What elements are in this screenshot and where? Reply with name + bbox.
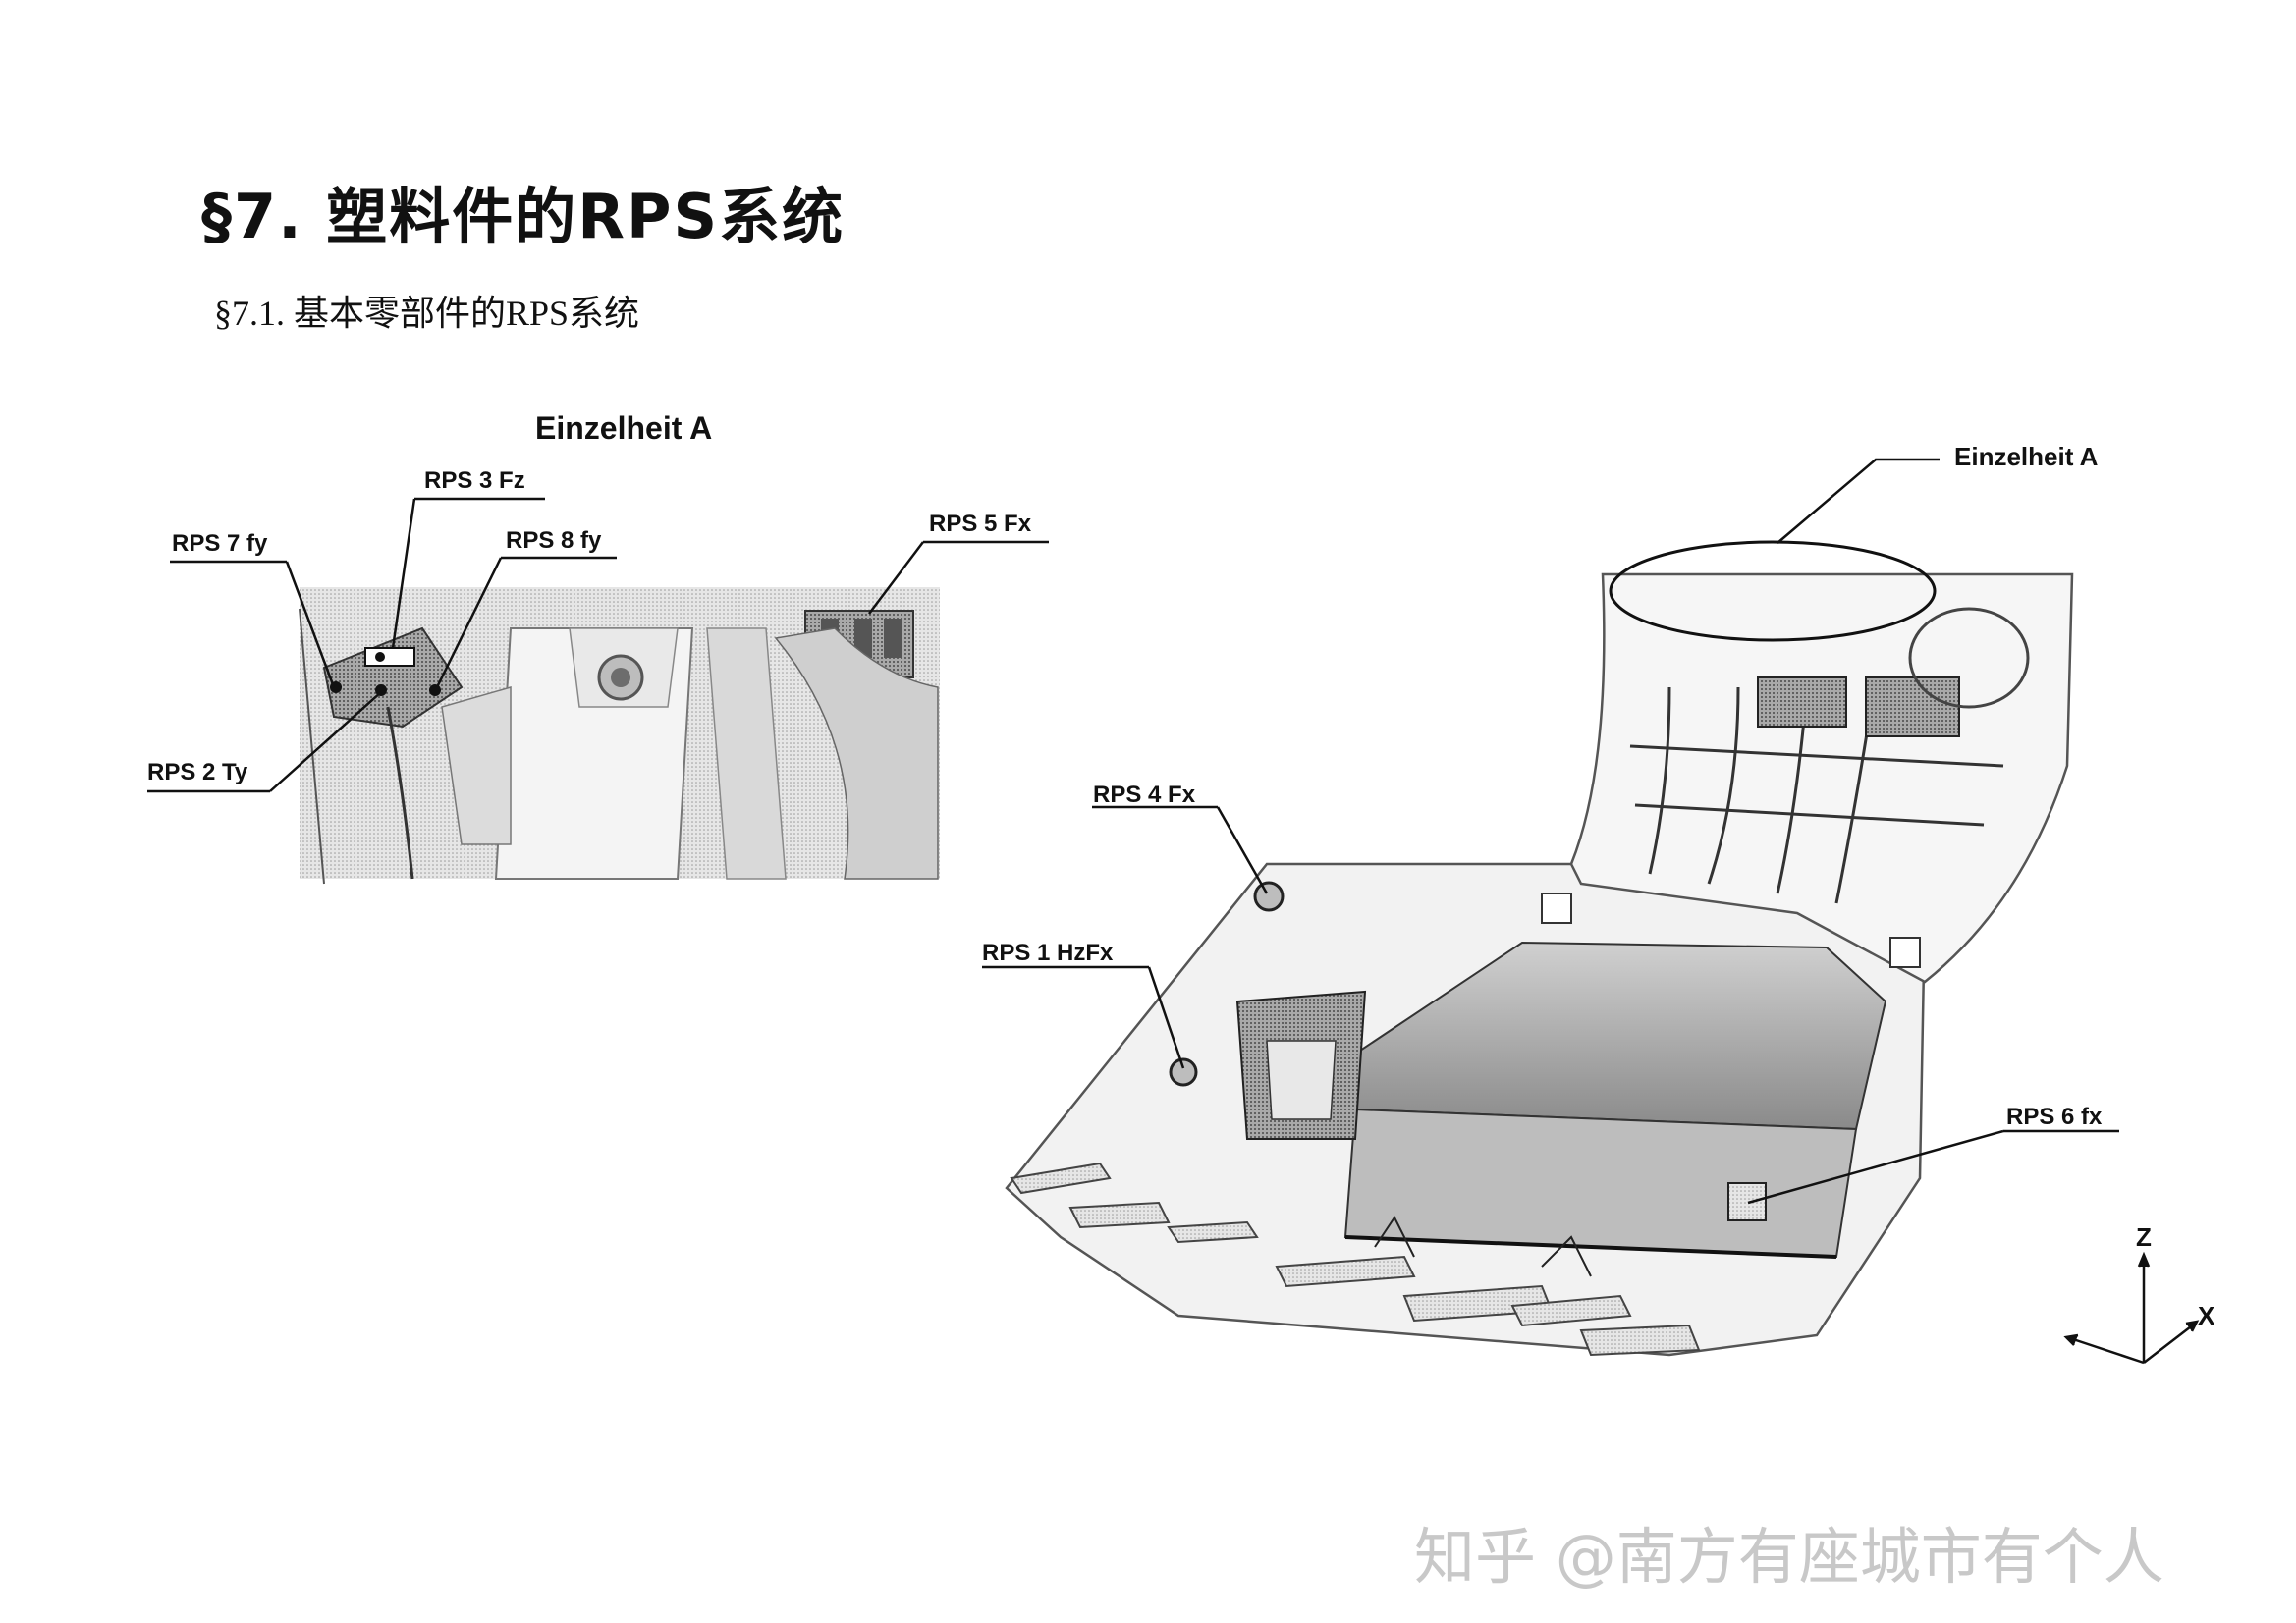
axis-triad (2063, 1251, 2200, 1365)
label-rps8: RPS 8 fy (506, 527, 602, 554)
label-rps5: RPS 5 Fx (929, 511, 1032, 537)
main-part-image (1005, 572, 2074, 1357)
main-leader-lines (982, 458, 2119, 1205)
detail-image (299, 587, 940, 885)
label-rps1: RPS 1 HzFx (982, 940, 1114, 966)
detail-view-title: Einzelheit A (535, 410, 713, 446)
label-rps2: RPS 2 Ty (147, 759, 248, 785)
detail-callout-ellipse (1609, 540, 1937, 642)
label-rps3: RPS 3 Fz (424, 467, 525, 494)
axis-x-label: X (2198, 1301, 2215, 1330)
section-heading: §7. 塑料件的RPS系统 (201, 181, 846, 252)
watermark-text: 知乎 @南方有座城市有个人 (1414, 1521, 2164, 1593)
detail-leader-lines (147, 497, 1049, 793)
label-rps4: RPS 4 Fx (1093, 782, 1196, 808)
subsection-heading: §7.1. 基本零部件的RPS系统 (214, 294, 640, 333)
label-rps6: RPS 6 fx (2006, 1104, 2103, 1130)
main-callout-label: Einzelheit A (1954, 442, 2099, 471)
label-rps7: RPS 7 fy (172, 530, 268, 557)
axis-z-label: Z (2136, 1222, 2152, 1252)
